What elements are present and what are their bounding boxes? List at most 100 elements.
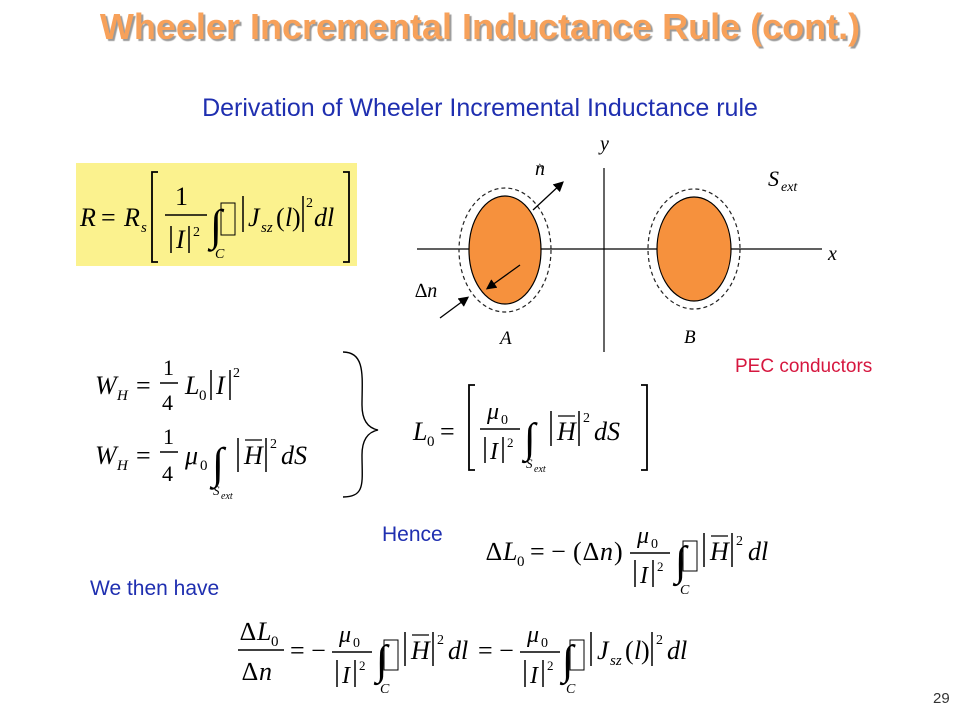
svg-text:= −: = − xyxy=(290,636,326,665)
delta-n-inner-arrow xyxy=(485,264,521,290)
svg-text:n: n xyxy=(259,657,272,686)
svg-text:dS: dS xyxy=(281,441,307,470)
svg-text:2: 2 xyxy=(359,658,366,673)
svg-text:∫: ∫ xyxy=(521,416,538,464)
svg-text:0: 0 xyxy=(427,434,435,450)
svg-text:(: ( xyxy=(276,203,285,232)
conductor-a xyxy=(468,195,542,305)
svg-text:W: W xyxy=(95,371,119,400)
conductor-b-surface-contour xyxy=(647,188,741,310)
slide-title: Wheeler Incremental Inductance Rule (con… xyxy=(99,6,861,47)
slide-subtitle: Derivation of Wheeler Incremental Induct… xyxy=(202,94,758,122)
grouping-brace xyxy=(342,351,379,498)
svg-text:H: H xyxy=(709,537,730,566)
svg-text:0: 0 xyxy=(651,537,658,552)
svg-text:μ: μ xyxy=(636,523,649,549)
y-axis-label: y xyxy=(598,133,609,155)
svg-text:S: S xyxy=(526,456,533,471)
svg-text:2: 2 xyxy=(270,437,277,452)
svg-text:H: H xyxy=(116,388,129,404)
hence-label: Hence xyxy=(382,523,443,546)
svg-text:2: 2 xyxy=(583,411,590,426)
svg-text:=: = xyxy=(440,417,455,446)
svg-text:∆: ∆ xyxy=(486,537,502,566)
svg-text:∫: ∫ xyxy=(209,439,227,490)
svg-text:4: 4 xyxy=(162,390,173,415)
svg-text:1: 1 xyxy=(163,355,174,380)
svg-text:2: 2 xyxy=(193,225,200,240)
delta-n-label: ∆n xyxy=(415,280,437,302)
svg-text:dS: dS xyxy=(594,417,620,446)
svg-text:2: 2 xyxy=(233,366,240,381)
final-formula: ∆ L 0 ∆ n = − μ 0 I 2 ∫ C H 2 dl = − μ 0… xyxy=(238,617,687,697)
svg-text:J: J xyxy=(248,203,261,232)
svg-text:0: 0 xyxy=(501,413,508,428)
svg-text:dl: dl xyxy=(748,537,768,566)
svg-text:ext: ext xyxy=(221,491,233,502)
svg-text:μ: μ xyxy=(184,441,198,470)
n-hat-accent: ^ xyxy=(537,160,543,174)
then-label: We then have xyxy=(90,577,220,600)
svg-text:dl: dl xyxy=(448,636,468,665)
svg-text:0: 0 xyxy=(353,636,360,651)
svg-text:1: 1 xyxy=(163,424,174,449)
svg-text:L: L xyxy=(412,417,427,446)
svg-text:μ: μ xyxy=(338,622,351,648)
svg-text:I: I xyxy=(639,563,649,589)
svg-text:): ) xyxy=(641,636,650,665)
svg-text:1: 1 xyxy=(175,182,188,211)
svg-text:L: L xyxy=(256,617,271,646)
svg-text:sz: sz xyxy=(261,220,273,236)
energy-formula-inductance: W H = 1 4 L 0 I 2 xyxy=(95,355,240,415)
svg-text:0: 0 xyxy=(271,634,279,650)
svg-text:∫: ∫ xyxy=(559,638,576,686)
formula-box-background xyxy=(76,163,357,266)
svg-text:2: 2 xyxy=(657,559,664,574)
svg-text:C: C xyxy=(566,682,576,697)
x-axis-label: x xyxy=(827,243,837,265)
svg-text:=: = xyxy=(101,203,116,232)
svg-text:2: 2 xyxy=(306,196,313,211)
svg-text:2: 2 xyxy=(437,633,444,648)
svg-text:I: I xyxy=(489,439,499,465)
svg-text:= −: = − xyxy=(478,636,514,665)
s-ext-label: S xyxy=(768,166,779,191)
svg-text:n: n xyxy=(600,537,613,566)
svg-text:dl: dl xyxy=(667,636,687,665)
svg-text:H: H xyxy=(556,417,577,446)
svg-text:l: l xyxy=(634,636,641,665)
delta-n-outer-arrow xyxy=(439,296,470,319)
svg-text:0: 0 xyxy=(199,388,207,404)
svg-text:W: W xyxy=(95,441,119,470)
conductor-a-surface-contour xyxy=(458,187,552,313)
svg-text:0: 0 xyxy=(541,636,548,651)
svg-text:sz: sz xyxy=(610,653,622,669)
svg-text:0: 0 xyxy=(517,554,525,570)
svg-text:I: I xyxy=(341,663,351,689)
svg-text:∫: ∫ xyxy=(672,539,689,587)
page-number: 29 xyxy=(933,690,950,707)
svg-text:H: H xyxy=(116,458,129,474)
svg-text:R: R xyxy=(123,203,140,232)
svg-text:I: I xyxy=(215,371,226,400)
svg-text:2: 2 xyxy=(736,534,743,549)
svg-text:2: 2 xyxy=(547,658,554,673)
svg-text:): ) xyxy=(292,203,301,232)
svg-text:L: L xyxy=(502,537,517,566)
svg-text:∆: ∆ xyxy=(240,617,256,646)
svg-text:): ) xyxy=(614,537,623,566)
s-ext-subscript: ext xyxy=(781,180,798,195)
normal-arrow xyxy=(532,181,564,211)
resistance-formula: R = R s 1 I 2 ∫ C J sz ( l ) 2 dl xyxy=(76,163,357,266)
svg-text:J: J xyxy=(597,636,610,665)
svg-text:μ: μ xyxy=(526,622,539,648)
svg-text:2: 2 xyxy=(656,633,663,648)
conductor-b xyxy=(656,196,732,302)
delta-inductance-formula: ∆ L 0 = − ( ∆ n ) μ 0 I 2 ∫ C H 2 dl xyxy=(486,523,768,598)
svg-text:s: s xyxy=(141,220,147,236)
svg-text:I: I xyxy=(175,225,186,254)
svg-text:=: = xyxy=(136,371,151,400)
svg-text:H: H xyxy=(410,636,431,665)
svg-text:2: 2 xyxy=(507,435,514,450)
